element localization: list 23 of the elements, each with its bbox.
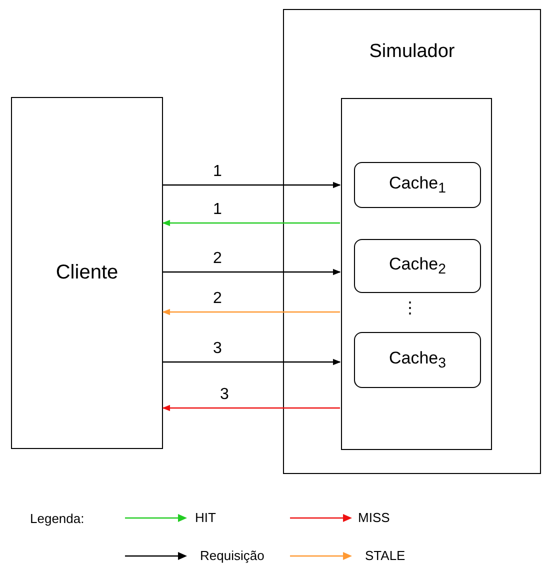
arrow [162,308,340,316]
legend-label: MISS [358,510,390,525]
legend-title: Legenda: [30,511,84,526]
cache-box [354,239,481,293]
node-label: Cache$_{1}$ [389,173,446,197]
cache-container-box [341,98,492,450]
title-text: Simulador [369,41,455,63]
arrow [162,220,340,226]
ellipsis-label: ⋮ [402,299,418,318]
arrow [163,358,341,366]
node-label: Cache$_{2}$ [389,254,446,278]
legend-label: HIT [195,510,216,525]
arrow [163,268,341,276]
cache-box [354,162,481,208]
client-box [11,97,163,449]
arrow [163,182,341,188]
node-label: Cache$_{3}$ [389,348,446,372]
simulator-box [283,9,541,474]
cache-box [354,332,481,388]
arrow [162,404,340,412]
legend-label: STALE [365,548,406,563]
node-label: Cliente [56,262,118,284]
legend-label: Requisição [200,548,264,563]
